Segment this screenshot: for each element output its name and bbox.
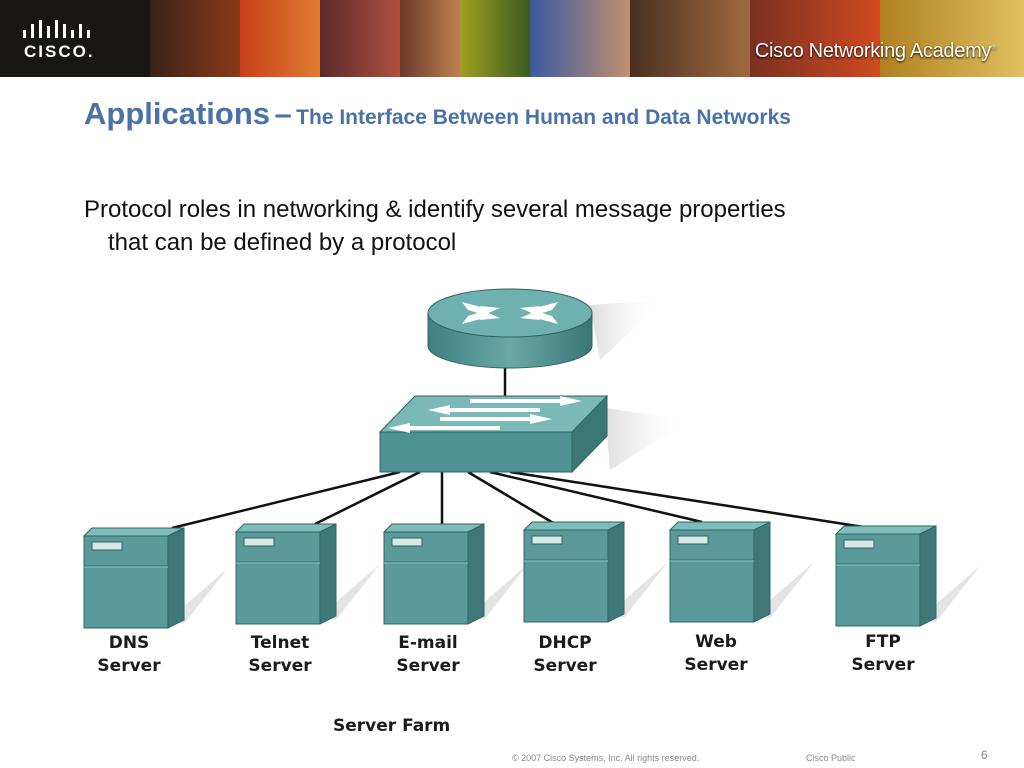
server-type: Server: [248, 656, 312, 676]
body-line-2: that can be defined by a protocol: [108, 229, 457, 256]
server-label-ftp: FTP Server: [823, 631, 943, 677]
drive-bay-icon: [677, 535, 709, 545]
banner-photo-strip: [630, 0, 750, 77]
server-icon-telnet: [234, 523, 380, 625]
cisco-logo: CISCO.: [0, 0, 150, 77]
banner-photo-strip: [530, 0, 630, 77]
server-label-dhcp: DHCP Server: [505, 632, 625, 678]
slide-title-main: Applications: [84, 96, 271, 131]
server-type: Server: [684, 655, 748, 675]
link-ftp: [509, 470, 871, 530]
banner-photo-strip: [460, 0, 530, 77]
banner-photo-strip: [880, 0, 1024, 77]
server-type: Server: [851, 655, 915, 675]
header-banner: CISCO. Cisco Networking Academy®: [0, 0, 1024, 77]
server-icon-email: [382, 523, 528, 625]
academy-name: Networking Academy: [808, 40, 992, 62]
server-name: Web: [695, 632, 737, 652]
network-links: [171, 368, 871, 530]
server-group: [82, 521, 980, 629]
drive-bay-icon: [843, 539, 875, 549]
slide-body: Protocol roles in networking & identify …: [84, 193, 954, 259]
banner-photo-strip: [400, 0, 460, 77]
cisco-bars-icon: [23, 20, 90, 38]
server-icon-dhcp: [522, 521, 668, 623]
link-web: [489, 470, 703, 524]
link-dns: [171, 470, 401, 530]
server-label-web: Web Server: [656, 631, 776, 677]
server-name: E-mail: [398, 633, 458, 653]
server-icon-ftp: [834, 525, 980, 627]
drive-bay-icon: [91, 541, 123, 551]
router-icon: [427, 288, 665, 369]
server-label-telnet: Telnet Server: [220, 632, 340, 678]
switch-icon: [378, 394, 690, 474]
server-type: Server: [97, 656, 161, 676]
banner-photo-strip: [240, 0, 320, 77]
academy-title: Cisco Networking Academy®: [755, 40, 996, 63]
body-line-1: Protocol roles in networking & identify …: [84, 196, 786, 223]
drive-bay-icon: [391, 537, 423, 547]
server-name: DHCP: [538, 633, 592, 653]
drive-bay-icon: [531, 535, 563, 545]
banner-photo-strip: [150, 0, 240, 77]
link-dhcp: [467, 470, 556, 526]
slide-title: Applications – The Interface Between Hum…: [84, 96, 791, 132]
server-icon-dns: [82, 527, 228, 629]
server-icon-web: [668, 521, 814, 623]
banner-photo-strip: [750, 0, 880, 77]
server-type: Server: [396, 656, 460, 676]
network-diagram: [82, 288, 980, 629]
server-farm-label: Server Farm: [333, 716, 451, 736]
academy-prefix: Cisco: [754, 40, 804, 62]
page-number: 6: [981, 748, 988, 762]
server-type: Server: [533, 656, 597, 676]
server-name: FTP: [865, 632, 901, 652]
footer-copyright: © 2007 Cisco Systems, Inc. All rights re…: [512, 753, 700, 763]
server-name: DNS: [108, 633, 150, 653]
link-telnet: [314, 470, 421, 526]
registered-mark: ®: [991, 44, 996, 52]
server-label-dns: DNS Server: [69, 632, 189, 678]
slide-subtitle: The Interface Between Human and Data Net…: [296, 106, 791, 129]
footer-classification: Cisco Public: [806, 753, 856, 763]
server-name: Telnet: [250, 633, 310, 653]
cisco-logo-text: CISCO.: [24, 42, 95, 61]
banner-photo-strip: [320, 0, 400, 77]
drive-bay-icon: [243, 537, 275, 547]
slide-title-dash: –: [274, 96, 292, 131]
server-label-email: E-mail Server: [368, 632, 488, 678]
